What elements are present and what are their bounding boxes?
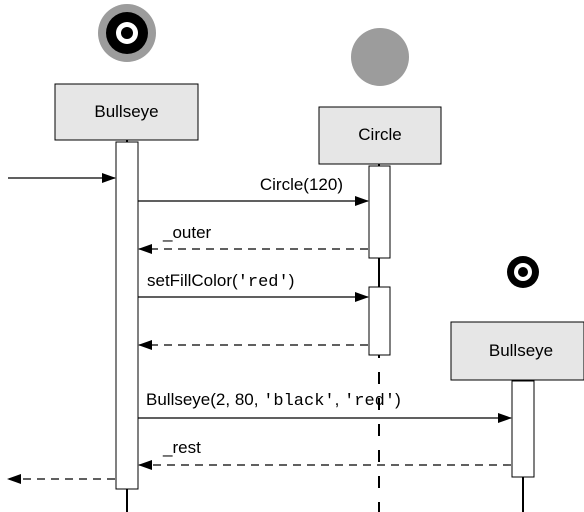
lifeline-gap	[374, 358, 384, 372]
bullseye-icon-small	[507, 256, 539, 288]
gray-circle-icon	[351, 28, 409, 86]
participant-bullseye-left: Bullseye	[55, 4, 198, 512]
message-label-end: )	[395, 390, 401, 409]
message-label: _outer	[162, 223, 212, 242]
message-label-code-color: 'red'	[344, 392, 395, 411]
message-label-end: )	[289, 271, 295, 290]
participant-label: Circle	[358, 125, 401, 144]
message-label-text: Bullseye(2, 80,	[146, 390, 263, 409]
participant-bullseye-right: Bullseye	[451, 256, 584, 512]
participant-circle: Circle	[319, 28, 441, 512]
activation-bar	[369, 287, 390, 355]
message-circle-constructor: Circle(120)	[138, 175, 368, 201]
message-label: Circle(120)	[260, 175, 343, 194]
activation-bar	[369, 166, 390, 258]
message-label-code-color: 'black'	[263, 392, 334, 411]
bullseye-center	[518, 267, 528, 277]
message-label-text: setFillColor(	[147, 271, 238, 290]
message-set-fill-color: setFillColor('red')	[138, 271, 368, 297]
bullseye-center	[121, 27, 133, 39]
lifeline-gap	[374, 436, 384, 450]
message-label: setFillColor('red')	[147, 271, 294, 292]
message-rest-return: _rest	[139, 438, 511, 465]
message-outer-return: _outer	[139, 223, 368, 249]
message-label: Bullseye(2, 80, 'black', 'red')	[146, 390, 401, 411]
activation-bar	[512, 381, 534, 477]
lifeline-gap	[374, 410, 384, 424]
message-label-code: 'red'	[238, 273, 289, 292]
message-label-separator: ,	[335, 390, 344, 409]
lifeline-gap	[374, 462, 384, 476]
activation-bar	[116, 142, 138, 489]
message-bullseye-constructor: Bullseye(2, 80, 'black', 'red')	[138, 390, 511, 418]
lifeline-gap	[374, 488, 384, 502]
bullseye-icon-large	[98, 4, 156, 62]
participant-label: Bullseye	[489, 341, 553, 360]
message-label: _rest	[162, 438, 201, 457]
participant-label: Bullseye	[94, 102, 158, 121]
